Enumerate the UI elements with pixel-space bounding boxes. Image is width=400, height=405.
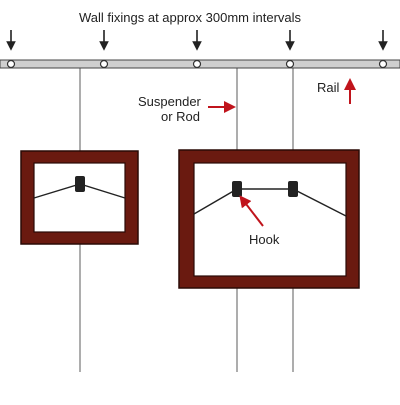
hanging-wire [193, 188, 347, 217]
hook-label: Hook [249, 232, 280, 247]
rail-label: Rail [317, 80, 340, 95]
hook [288, 181, 298, 197]
hook [232, 181, 242, 197]
fixing-circle [99, 59, 109, 69]
small-picture-frame [20, 150, 139, 245]
suspender-label-line2: or Rod [161, 109, 200, 124]
wall-fixing-arrows [6, 30, 388, 51]
suspender-label-line1: Suspender [138, 94, 202, 109]
large-picture-frame [178, 149, 360, 289]
hook [75, 176, 85, 192]
fixing-circle [285, 59, 295, 69]
fixing-circle [192, 59, 202, 69]
hook-arrow [239, 195, 264, 227]
title-label: Wall fixings at approx 300mm intervals [79, 10, 302, 25]
fixing-circle [6, 59, 16, 69]
rail-fixings [6, 59, 388, 69]
fixing-circle [378, 59, 388, 69]
